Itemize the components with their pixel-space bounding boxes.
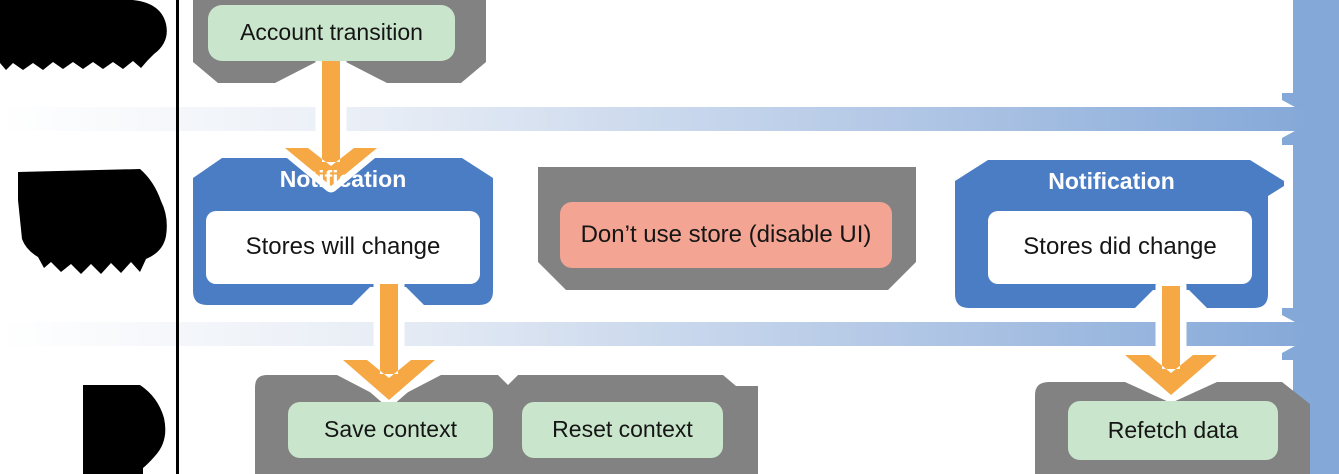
arrow-willchange-to-save <box>336 277 442 407</box>
timeline-band-bottom <box>0 322 1312 346</box>
node-reset-context: Reset context <box>522 402 723 458</box>
node-refetch-data: Refetch data <box>1068 401 1278 460</box>
timeline-band-top <box>0 107 1312 131</box>
node-save-context: Save context <box>288 402 493 458</box>
node-account-transition: Account transition <box>208 5 455 61</box>
node-disable-ui: Don’t use store (disable UI) <box>560 202 892 268</box>
arrow-didchange-to-refetch <box>1118 279 1224 402</box>
node-stores-did-change: Stores did change <box>988 211 1252 284</box>
notification-did-title: Notification <box>1048 168 1175 195</box>
row-label-blob-middle <box>18 169 167 274</box>
node-stores-will-change: Stores will change <box>206 211 480 284</box>
divider-line <box>176 0 179 474</box>
arrow-account-to-notification <box>278 45 384 193</box>
row-label-blob-top <box>0 0 167 70</box>
notification-will-title: Notification <box>279 166 407 193</box>
timeline-vertical-bar <box>1282 0 1339 474</box>
row-label-blob-bottom <box>83 385 166 474</box>
